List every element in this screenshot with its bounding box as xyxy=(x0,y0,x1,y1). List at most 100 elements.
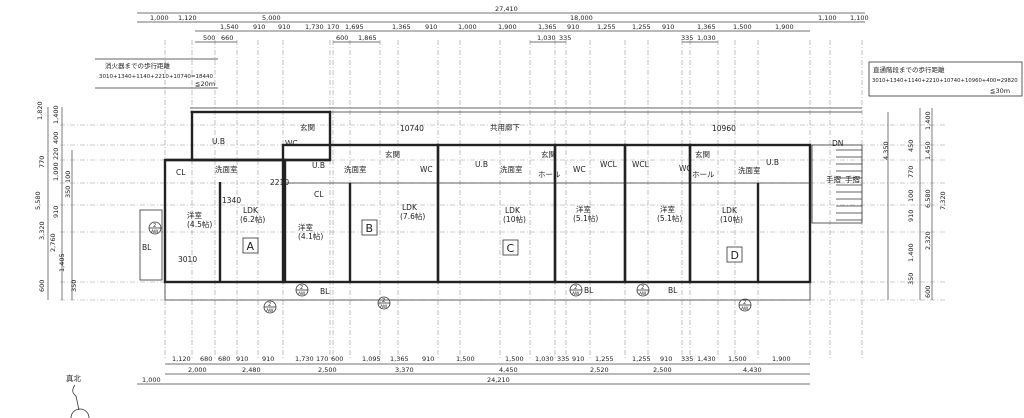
dimension-label: 910 xyxy=(52,206,60,218)
room-label: 10960 xyxy=(712,124,736,133)
dimension-label: 770 xyxy=(907,166,915,178)
section-code: AW xyxy=(639,291,647,297)
dimension-label: 910 xyxy=(907,210,915,222)
dimension-label: 1,500 xyxy=(456,355,475,363)
unit-marker: B xyxy=(361,219,378,236)
dimension-label: 1,255 xyxy=(632,23,651,31)
dimension-label: 170 xyxy=(327,23,339,31)
dimension-label: 1,900 xyxy=(498,23,517,31)
dimension-label: 1,500 xyxy=(728,355,747,363)
dimension-label: 450 xyxy=(907,140,915,152)
dimension-label: 100 xyxy=(907,190,915,202)
dimension-label: 350 xyxy=(70,280,78,292)
stair-treads xyxy=(836,149,862,221)
dimension-label: 18,000 xyxy=(570,14,593,22)
building-walls xyxy=(139,107,863,301)
room-label: 洋室 xyxy=(298,222,313,232)
room-label: 洗面室 xyxy=(215,164,238,174)
dimension-label: 4,450 xyxy=(499,366,518,374)
section-number: 2 xyxy=(268,302,271,308)
dimension-label: 1,255 xyxy=(632,355,651,363)
dimension-label: 600 xyxy=(336,34,348,42)
dimension-label: 910 xyxy=(425,23,437,31)
unit-marker: A xyxy=(242,237,259,254)
dimension-label: 1,400 xyxy=(52,105,60,124)
room-label: (5.1帖) xyxy=(573,213,598,223)
dimension-label: 1,030 xyxy=(697,34,716,42)
dimension-label: 1,000 xyxy=(458,23,477,31)
section-code: AW xyxy=(741,306,749,312)
dimension-label: 335 xyxy=(681,34,693,42)
section-mark: 2AW xyxy=(738,298,752,312)
dimension-label: 500 xyxy=(203,34,215,42)
dimension-label: 400 xyxy=(52,132,60,144)
dimension-label: 1,100 xyxy=(818,14,837,22)
room-label: 玄関 xyxy=(385,149,400,159)
room-label: LDK xyxy=(243,206,259,215)
dimension-label: 5,580 xyxy=(34,191,42,210)
dimension-label: 910 xyxy=(422,355,434,363)
dimension-total: 27,410 xyxy=(495,5,518,13)
section-code: AW xyxy=(380,304,388,310)
dimension-label: 2,500 xyxy=(653,366,672,374)
room-label: CL xyxy=(314,190,324,199)
dimension-label: 1,120 xyxy=(172,355,191,363)
dimension-label: 350 xyxy=(907,273,915,285)
dimension-label: 1,365 xyxy=(392,23,411,31)
room-label: WC xyxy=(285,139,298,148)
unit-letter: B xyxy=(366,222,374,235)
north-arrow: 真北 xyxy=(66,373,90,418)
room-label: 2210 xyxy=(270,178,289,187)
room-label: WCL xyxy=(600,160,618,169)
dimension-label: 1,540 xyxy=(220,23,239,31)
room-label: (5.1帖) xyxy=(657,213,682,223)
section-mark: 2AW xyxy=(377,296,391,310)
dimension-label: 1,820 xyxy=(36,101,44,120)
section-code: AW xyxy=(266,308,274,314)
section-code: AW xyxy=(151,229,159,235)
dimension-label: 910 xyxy=(572,355,584,363)
section-mark: 2AW xyxy=(636,283,650,297)
dimension-label: 1,450 xyxy=(924,141,932,160)
dimension-label: 910 xyxy=(660,355,672,363)
dimension-label: 600 xyxy=(924,286,932,298)
room-label: 1340 xyxy=(222,196,241,205)
room-label: 手摺 xyxy=(845,174,860,184)
room-label: 10740 xyxy=(400,124,424,133)
section-number: 2 xyxy=(574,285,577,291)
dimension-label: 910 xyxy=(253,23,265,31)
section-mark: 2AW xyxy=(569,283,583,297)
dimension-label: 1,120 xyxy=(178,14,197,22)
dimension-label: 600 xyxy=(38,280,46,292)
dimension-label: 910 xyxy=(278,23,290,31)
room-label: (10帖) xyxy=(503,214,526,224)
room-label: 共用廊下 xyxy=(490,122,520,132)
dimension-label: 2,520 xyxy=(590,366,609,374)
dimension-label: 1,095 xyxy=(362,355,381,363)
dimension-label: 1,865 xyxy=(358,34,377,42)
room-label: U.B xyxy=(212,137,225,146)
room-label: (4.5帖) xyxy=(187,219,212,229)
unit-letter: D xyxy=(731,249,739,262)
dimension-label: 170 xyxy=(316,355,328,363)
extinguisher-note-limit: ≦20m xyxy=(195,80,215,88)
dimension-label: 680 xyxy=(218,355,230,363)
dimension-label: 4,430 xyxy=(743,366,762,374)
dimension-label: 2,480 xyxy=(242,366,261,374)
dimension-label: 1,255 xyxy=(595,355,614,363)
dimension-label: 1,365 xyxy=(390,355,409,363)
dimension-label: 335 xyxy=(557,355,569,363)
unit-marker: C xyxy=(502,239,519,256)
room-label: BL xyxy=(142,243,152,252)
unit-marker: D xyxy=(726,246,743,263)
extinguisher-note-title: 消火器までの歩行距離 xyxy=(105,61,171,70)
room-label: WC xyxy=(420,165,433,174)
dimension-label: 910 xyxy=(662,23,674,31)
room-label: WCL xyxy=(632,160,650,169)
dimension-label: 660 xyxy=(221,34,233,42)
dimension-label: 1,030 xyxy=(537,34,556,42)
dimension-label: 600 xyxy=(331,355,343,363)
